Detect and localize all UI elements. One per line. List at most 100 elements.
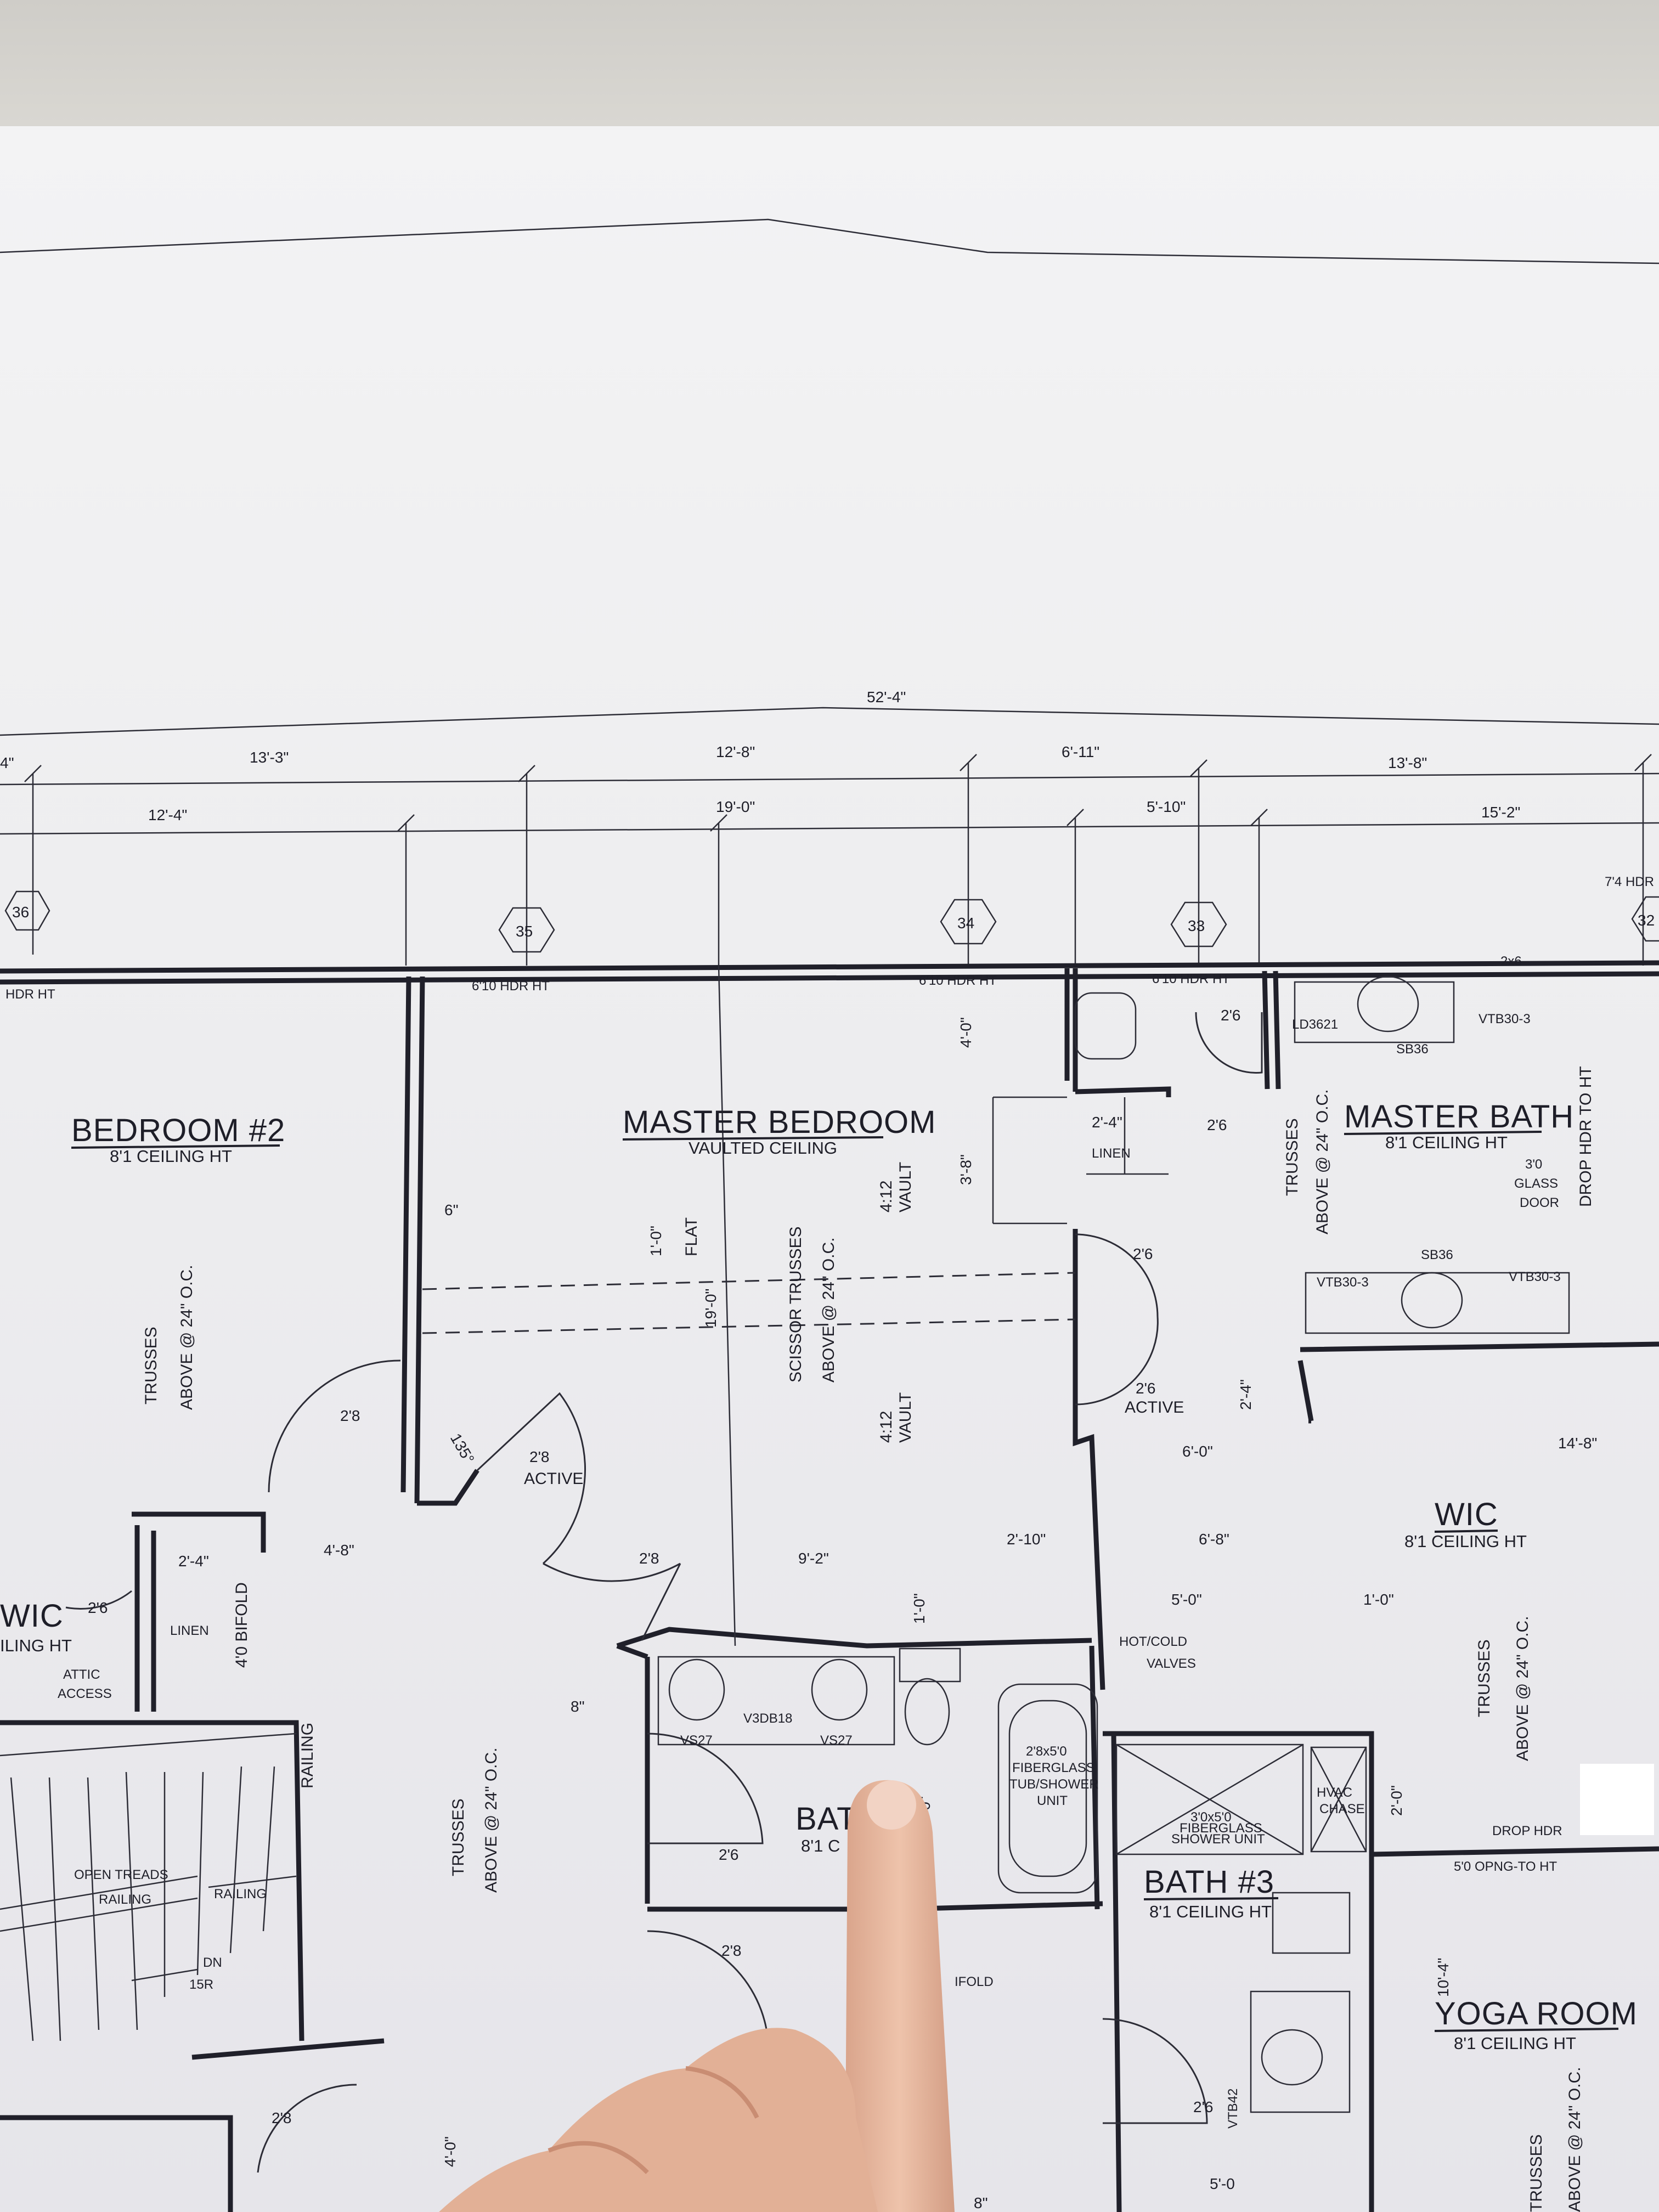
svg-text:6": 6" <box>444 1201 459 1218</box>
doors <box>65 1012 1263 2173</box>
svg-text:2'6: 2'6 <box>1221 1007 1241 1024</box>
glass-door-label: DOOR <box>1520 1195 1559 1210</box>
svg-text:19'-0": 19'-0" <box>702 1289 719 1328</box>
room-bath-3: BATH #3 8'1 CEILING HT <box>1143 1864 1279 1921</box>
dim-second-3: 5'-10" <box>1147 798 1186 815</box>
header-height-3: 6'10 HDR HT <box>919 973 997 988</box>
trusses-spacing-yoga: ABOVE @ 24" O.C. <box>1566 2067 1584 2212</box>
fixtures <box>657 975 1570 2113</box>
scissor-trusses-spacing: ABOVE @ 24" O.C. <box>820 1237 838 1383</box>
drop-hdr-label: DROP HDR <box>1492 1824 1562 1838</box>
svg-text:2'6: 2'6 <box>719 1846 739 1863</box>
vault-note-lower: VAULT <box>896 1392 915 1443</box>
dimension-lines <box>0 707 1659 966</box>
dim-top-4: 13'-8" <box>1388 754 1427 771</box>
stairs <box>0 1733 297 2041</box>
vanity-sb36-a: SB36 <box>1396 1042 1429 1057</box>
svg-text:36: 36 <box>12 904 29 921</box>
svg-text:8'1 C: 8'1 C <box>801 1836 840 1855</box>
grid-marker-33: 33 <box>1170 901 1227 947</box>
svg-text:135°: 135° <box>447 1431 478 1467</box>
room-wic-partial: WIC ILING HT <box>0 1598 72 1655</box>
drop-header-note: DROP HDR TO HT <box>1577 1066 1595 1207</box>
vanity-v3db18: V3DB18 <box>743 1711 792 1726</box>
svg-text:6'-0": 6'-0" <box>1182 1443 1213 1460</box>
hvac-label: HVAC <box>1317 1785 1352 1800</box>
trusses-note-master-bath: TRUSSES <box>1283 1118 1301 1196</box>
svg-text:BAT: BAT <box>795 1801 857 1837</box>
header-2x6: 2x6 <box>1500 954 1522 969</box>
svg-text:1'-0": 1'-0" <box>647 1226 664 1256</box>
svg-text:1'-0": 1'-0" <box>1363 1591 1394 1608</box>
vanity-vtb30-b: VTB30-3 <box>1317 1275 1369 1290</box>
tub-label-3: TUB/SHOWER <box>1009 1777 1099 1792</box>
trusses-spacing-hall: ABOVE @ 24" O.C. <box>482 1747 500 1893</box>
paper-patch <box>1580 1764 1654 1835</box>
vanity-vtb30-c: VTB30-3 <box>1509 1269 1561 1284</box>
svg-text:MASTER BEDROOM: MASTER BEDROOM <box>623 1104 936 1140</box>
trusses-spacing-wic: ABOVE @ 24" O.C. <box>1514 1616 1532 1761</box>
svg-text:34: 34 <box>957 915 974 932</box>
svg-text:5'-0": 5'-0" <box>1171 1591 1202 1608</box>
dim-right-partial: 7'4 HDR <box>1605 874 1654 889</box>
svg-text:2'-4": 2'-4" <box>1237 1379 1254 1410</box>
header-height-1: HDR HT <box>5 987 55 1002</box>
svg-text:4'-0": 4'-0" <box>957 1017 974 1048</box>
svg-text:2'6: 2'6 <box>1207 1116 1227 1133</box>
header-height-4: 6'10 HDR HT <box>1152 972 1230 986</box>
svg-text:BEDROOM #2: BEDROOM #2 <box>71 1113 285 1148</box>
svg-text:3'-0": 3'-0" <box>916 1796 933 1827</box>
glass-door-type: GLASS <box>1514 1176 1558 1191</box>
vanity-vtb30-a: VTB30-3 <box>1479 1012 1531 1026</box>
risers-label: 15R <box>189 1977 213 1992</box>
shower-label-3: SHOWER UNIT <box>1171 1832 1265 1847</box>
dim-top-partial: 4" <box>0 754 14 771</box>
trusses-spacing-bedroom2: ABOVE @ 24" O.C. <box>178 1265 196 1410</box>
opening-label: 5'0 OPNG-TO HT <box>1454 1859 1558 1874</box>
svg-text:32: 32 <box>1638 912 1655 929</box>
dim-second-1: 12'-4" <box>148 806 187 823</box>
svg-text:2'-4": 2'-4" <box>178 1553 209 1570</box>
active-door-note: ACTIVE <box>524 1470 583 1488</box>
svg-text:2'-0": 2'-0" <box>1388 1785 1405 1816</box>
svg-text:4'-0": 4'-0" <box>442 2136 459 2167</box>
svg-text:VAULTED CEILING: VAULTED CEILING <box>689 1138 837 1158</box>
svg-text:2'6: 2'6 <box>88 1599 108 1616</box>
svg-text:2'6: 2'6 <box>1136 1380 1156 1397</box>
dim-second-2: 19'-0" <box>716 798 755 815</box>
hot-cold-label: HOT/COLD <box>1119 1634 1187 1649</box>
grid-marker-32: 32 <box>1631 896 1659 942</box>
svg-text:8'1 CEILING HT: 8'1 CEILING HT <box>1385 1133 1508 1152</box>
chase-label: CHASE <box>1319 1802 1365 1816</box>
svg-text:8'1 CEILING HT: 8'1 CEILING HT <box>1404 1532 1527 1551</box>
svg-text:8": 8" <box>571 1698 585 1715</box>
railing-vertical: RAILING <box>298 1723 317 1788</box>
ld-label: LD3621 <box>1292 1017 1338 1032</box>
tub-label-4: UNIT <box>1037 1793 1068 1808</box>
glass-door-size: 3'0 <box>1525 1157 1542 1172</box>
svg-text:14'-8": 14'-8" <box>1558 1435 1597 1452</box>
svg-text:5'-0: 5'-0 <box>1210 2175 1235 2192</box>
overall-dimension: 52'-4" <box>867 689 906 706</box>
room-yoga: YOGA ROOM 8'1 CEILING HT <box>1434 1996 1637 2053</box>
svg-text:3'-8": 3'-8" <box>957 1154 974 1185</box>
active-door-note-2: ACTIVE <box>1125 1398 1184 1417</box>
pitch-note-upper: 4:12 <box>877 1181 895 1212</box>
svg-text:2'-4": 2'-4" <box>1092 1114 1122 1131</box>
room-wic: WIC 8'1 CEILING HT <box>1404 1497 1527 1551</box>
svg-text:BATH #3: BATH #3 <box>1144 1864 1274 1900</box>
svg-text:2'8: 2'8 <box>639 1550 659 1567</box>
svg-text:35: 35 <box>516 923 533 940</box>
trusses-note-bedroom2: TRUSSES <box>142 1327 160 1404</box>
svg-text:8'1 CEILING HT: 8'1 CEILING HT <box>110 1147 232 1166</box>
interior-walls <box>0 968 1659 2212</box>
vanity-vtb42: VTB42 <box>1226 2089 1240 2129</box>
linen-master: LINEN <box>1092 1146 1131 1161</box>
dn-label: DN <box>203 1955 222 1970</box>
svg-text:6'-8": 6'-8" <box>1199 1531 1229 1548</box>
vanity-vs27-b: VS27 <box>820 1733 853 1748</box>
svg-text:8'1 CEILING HT: 8'1 CEILING HT <box>1149 1902 1272 1921</box>
open-treads-label: OPEN TREADS <box>74 1867 168 1882</box>
tub-label-1: 2'8x5'0 <box>1026 1744 1067 1759</box>
